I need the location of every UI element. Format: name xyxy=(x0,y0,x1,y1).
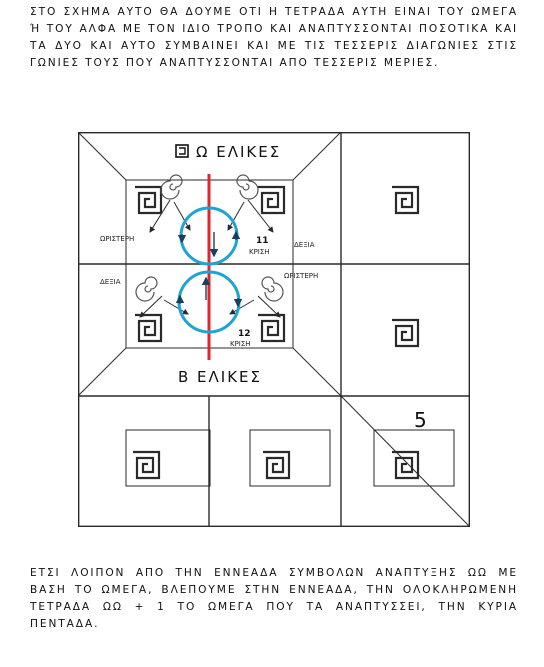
upper-left-label: ΩΡΙΣΤΕΡΗ xyxy=(100,235,134,243)
lower-right-label: ΩΡΙΣΤΕΡΗ xyxy=(284,272,318,280)
loop-arrows xyxy=(175,230,243,308)
lower-left-swirl-icon xyxy=(135,276,158,302)
upper-caption: ΚΡΙΣΗ xyxy=(249,248,270,256)
right-top-meander-icon xyxy=(390,185,420,215)
top-heading: Ω ΕΛΙΚΕΣ xyxy=(175,143,281,161)
bottom-middle-meander-icon xyxy=(261,450,291,480)
lower-caption: ΚΡΙΣΗ xyxy=(230,340,251,348)
lower-number: 12 xyxy=(238,329,251,339)
nine-square-diagram: Ω ΕΛΙΚΕΣ ΩΡΙΣΤΕΡΗ ΔΕΞΙΑ 11 ΚΡΙΣΗ ΔΕΞΙΑ Ω… xyxy=(78,132,470,527)
lower-right-meander-icon xyxy=(256,313,286,343)
upper-right-swirl-icon xyxy=(236,174,259,200)
upper-arrows xyxy=(149,199,274,233)
upper-right-meander-icon xyxy=(256,185,286,215)
lower-right-swirl-icon xyxy=(261,276,284,302)
upper-number: 11 xyxy=(256,236,269,246)
intro-paragraph: ΣΤΟ ΣΧΗΜΑ ΑΥΤΟ ΘΑ ΔΟΥΜΕ ΟΤΙ Η ΤΕΤΡΑΔΑ ΑΥ… xyxy=(30,6,518,69)
lower-left-meander-icon xyxy=(133,313,163,343)
bottom-right-cell: 5 xyxy=(340,395,470,527)
corner-number: 5 xyxy=(414,408,427,432)
top-heading-text: Ω ΕΛΙΚΕΣ xyxy=(196,143,281,161)
bottom-heading-text: Β ΕΛΙΚΕΣ xyxy=(178,368,262,386)
closing-paragraph: ΕΤΣΙ ΛΟΙΠΟΝ ΑΠΟ ΤΗΝ ΕΝΝΕΑΔΑ ΣΥΜΒΟΛΩΝ ΑΝΑ… xyxy=(30,567,518,630)
pyramid-diagonals xyxy=(78,132,342,397)
upper-left-meander-icon xyxy=(133,185,163,215)
lower-left-label: ΔΕΞΙΑ xyxy=(100,278,121,286)
right-middle-meander-icon xyxy=(390,318,420,348)
bottom-right-meander-icon xyxy=(390,450,420,480)
bottom-left-meander-icon xyxy=(131,450,161,480)
upper-right-label: ΔΕΞΙΑ xyxy=(294,241,315,249)
upper-left-swirl-icon xyxy=(160,174,183,200)
bottom-middle-cell xyxy=(249,429,331,487)
bottom-heading: Β ΕΛΙΚΕΣ xyxy=(178,368,262,386)
bottom-left-cell xyxy=(125,429,211,487)
